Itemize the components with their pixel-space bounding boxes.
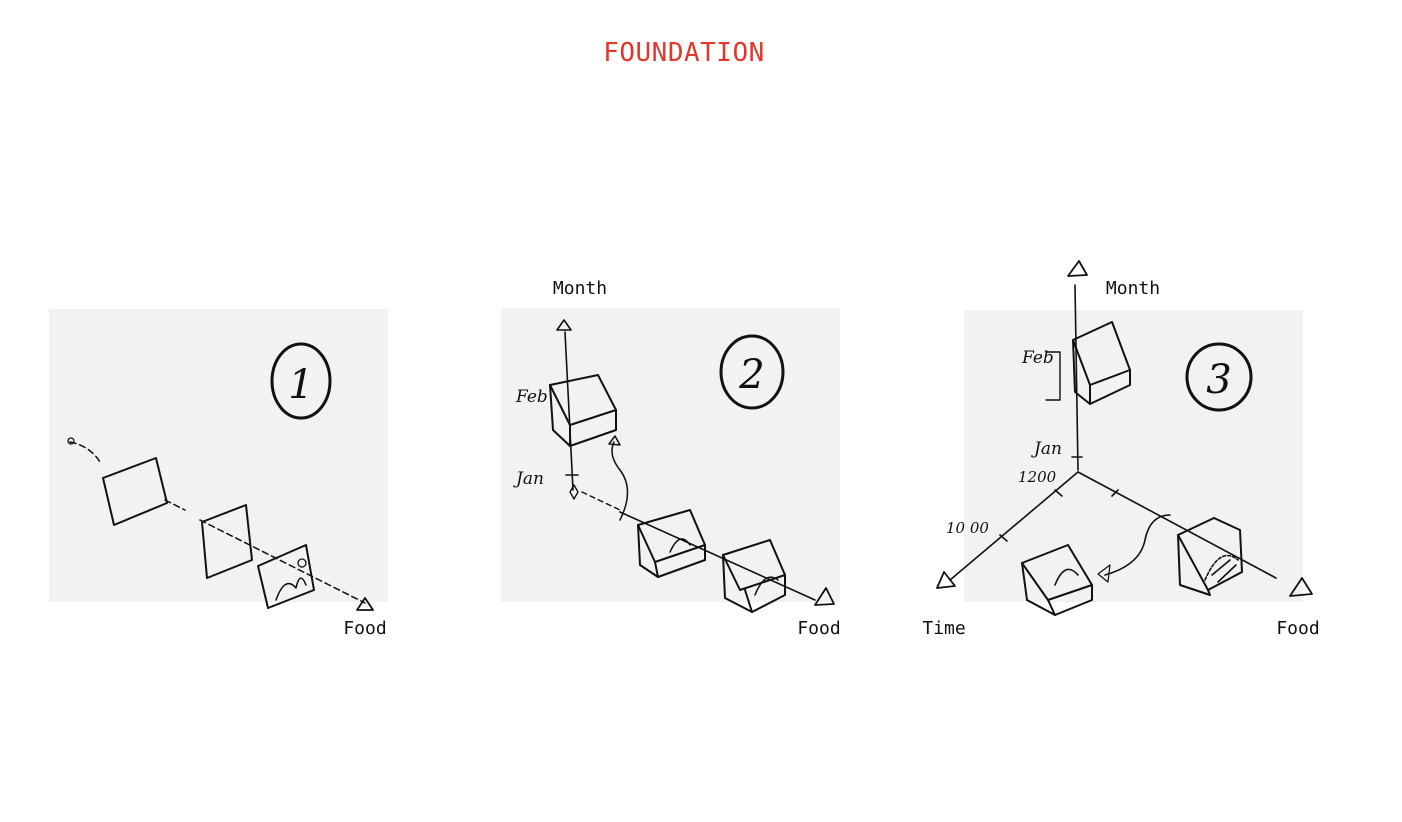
arrow-head-icon: [1289, 577, 1313, 597]
photo-card: [257, 544, 315, 609]
photo-card: [201, 504, 253, 579]
photo-cube: [637, 509, 706, 578]
badge-circle: [719, 334, 785, 410]
panel-2-number-badge: 2: [719, 334, 785, 410]
panel-2-background: [501, 308, 840, 602]
feb-label: Feb: [515, 387, 548, 407]
time-1000-label: 10 00: [946, 519, 989, 537]
arrow-head-icon: [814, 587, 835, 606]
panel-1-number-badge: 1: [270, 342, 332, 420]
panel-3: Month 3: [922, 260, 1320, 639]
month-axis: [556, 319, 579, 500]
badge-circle: [1185, 342, 1253, 412]
food-axis: [1077, 471, 1313, 597]
panel-2: Month 2 Feb Jan: [501, 278, 841, 639]
panel-1: 1 Food: [49, 309, 388, 639]
time-1200-label: 1200: [1018, 468, 1057, 486]
photo-cube: [722, 539, 786, 613]
month-axis: [1045, 260, 1088, 471]
feb-label: Feb: [1021, 348, 1054, 368]
food-axis-label: Food: [343, 618, 386, 639]
month-axis-label: Month: [553, 278, 607, 299]
food-axis: [67, 437, 374, 611]
month-axis-label: Month: [1106, 278, 1160, 299]
panel-3-number: 3: [1206, 357, 1231, 403]
time-axis-label: Time: [922, 618, 965, 639]
curved-arrow-icon: [1104, 514, 1171, 576]
food-axis-label: Food: [1276, 618, 1319, 639]
arrow-head-icon: [356, 597, 374, 611]
photo-cube: [1177, 517, 1243, 596]
panel-2-number: 2: [738, 352, 764, 398]
arrow-head-icon: [556, 319, 572, 331]
arrow-head-icon: [1067, 260, 1088, 277]
jan-label: Jan: [1031, 439, 1062, 459]
food-axis-label: Food: [797, 618, 840, 639]
photo-card: [102, 457, 168, 526]
jan-label: Jan: [513, 469, 544, 489]
time-axis: [936, 471, 1079, 589]
panel-3-background: [964, 310, 1303, 602]
photo-cube: [549, 374, 617, 447]
panel-3-number-badge: 3: [1185, 342, 1253, 412]
page-title: FOUNDATION: [603, 38, 765, 68]
food-axis: [581, 491, 835, 606]
photo-cube: [1072, 321, 1131, 405]
panel-1-number: 1: [288, 362, 313, 408]
curved-arrow-icon: [611, 441, 629, 521]
panel-1-background: [49, 309, 388, 602]
arrow-head-icon: [936, 571, 956, 589]
badge-circle: [270, 342, 332, 420]
photo-cube: [1021, 544, 1093, 616]
